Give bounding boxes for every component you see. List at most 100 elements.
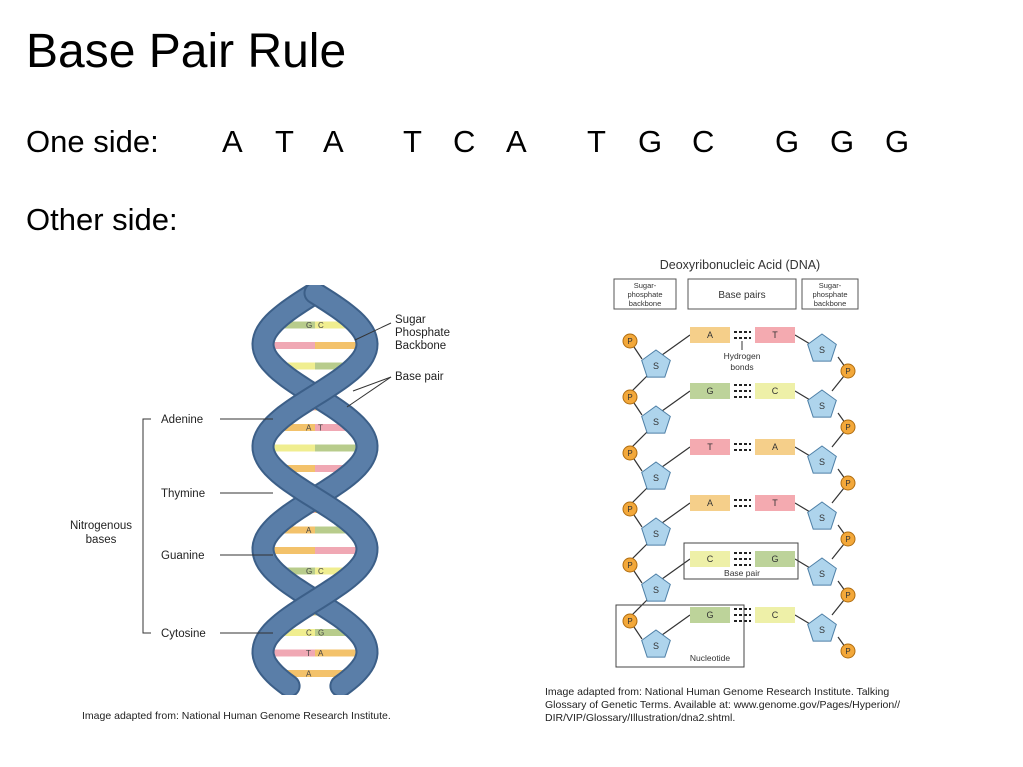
sugar-left: [641, 461, 671, 490]
sugar-phosphate-label: Sugar: [395, 314, 426, 326]
sequence-letter: G: [830, 124, 855, 159]
base-right: [755, 607, 795, 623]
sugar-left: [641, 405, 671, 434]
phosphate-letter: P: [845, 535, 850, 544]
phosphate-letter: P: [627, 393, 632, 402]
backbone-link: [631, 430, 649, 448]
base-pair-label: Base pair: [395, 371, 444, 383]
nucleotide-label: Nucleotide: [690, 653, 730, 663]
base-pair-rung-left: [271, 321, 315, 329]
sequence-letter: G: [775, 124, 800, 159]
base-pair-rung-left: [263, 649, 315, 657]
phosphate-circle: [622, 389, 638, 405]
sequence-letter: G: [638, 124, 663, 159]
sequence-letter: C: [453, 124, 476, 159]
base-pair-rung-right: [315, 629, 359, 636]
legend-sugar-text: backbone: [629, 299, 662, 308]
sugar-letter: S: [819, 457, 825, 467]
base-left-letter: C: [707, 554, 714, 564]
base-pair-rung-left: [271, 424, 315, 431]
backbone-link: [631, 486, 649, 504]
rung-letter: A: [318, 649, 324, 658]
base-pair-rung-right: [315, 567, 356, 575]
sequence-letter: A: [323, 124, 344, 159]
sugar-phosphate-label: Phosphate: [395, 327, 450, 339]
phosphate-circle: [622, 445, 638, 461]
hydrogen-bonds-label: bonds: [730, 362, 753, 372]
base-pair-rung-left: [274, 362, 315, 370]
base-label: Thymine: [161, 488, 205, 500]
phosphate-letter: P: [845, 367, 850, 376]
sugar-letter: S: [653, 473, 659, 483]
backbone-link: [661, 334, 691, 356]
backbone-link: [661, 502, 691, 524]
sugar-right: [807, 557, 837, 586]
base-left: [690, 607, 730, 623]
base-left: [690, 495, 730, 511]
sugar-right: [807, 501, 837, 530]
base-right: [755, 495, 795, 511]
base-right-letter: C: [772, 610, 779, 620]
phosphate-letter: P: [627, 617, 632, 626]
phosphate-letter: P: [845, 591, 850, 600]
sugar-letter: S: [819, 625, 825, 635]
sequence-letter: A: [222, 124, 243, 159]
backbone-link: [661, 558, 691, 580]
sugar-left: [641, 629, 671, 658]
dna-credit-line: Image adapted from: National Human Genom…: [545, 686, 890, 698]
sequence-letter: A: [506, 124, 527, 159]
base-right-letter: T: [772, 330, 778, 340]
base-pair-rung-right: [315, 424, 359, 431]
base-pair-leader: [352, 376, 392, 392]
base-pair-rung-left: [274, 465, 315, 472]
legend-sugar-text: phosphate: [627, 290, 662, 299]
rung-letter: A: [306, 670, 312, 679]
sugar-letter: S: [653, 417, 659, 427]
base-right-letter: G: [771, 554, 778, 564]
phosphate-circle: [840, 531, 856, 547]
base-label: Guanine: [161, 550, 204, 562]
base-left: [690, 383, 730, 399]
sugar-letter: S: [819, 513, 825, 523]
rung-letter: C: [318, 321, 324, 330]
base-pair-rung-left: [271, 629, 315, 636]
base-right: [755, 439, 795, 455]
rung-letter: G: [306, 321, 312, 330]
base-left-letter: T: [707, 442, 713, 452]
sugar-phosphate-label: Backbone: [395, 340, 446, 352]
sequence-letter: T: [587, 124, 606, 159]
legend-backbone-left: [613, 278, 677, 310]
base-pair-rung-right: [315, 362, 356, 370]
sugar-label-leader: [354, 322, 392, 341]
nitrogenous-bracket: [142, 418, 151, 634]
slide-title: Base Pair Rule: [26, 25, 347, 78]
legend-sugar-text: phosphate: [812, 290, 847, 299]
sugar-left: [641, 573, 671, 602]
backbone-link: [631, 598, 649, 616]
phosphate-letter: P: [627, 337, 632, 346]
sugar-letter: S: [653, 585, 659, 595]
base-right-letter: A: [772, 442, 778, 452]
base-left-letter: G: [706, 610, 713, 620]
backbone-strand-front: [253, 285, 377, 695]
sugar-letter: S: [653, 361, 659, 371]
one-side-label: One side:: [26, 124, 159, 159]
sequence-letter: T: [275, 124, 294, 159]
base-pair-rung-right: [315, 526, 359, 534]
legend-sugar-text: Sugar-: [819, 281, 842, 290]
base-right-letter: C: [772, 386, 779, 396]
dna-credit-line: DIR/VIP/Glossary/Illustration/dna2.shtml…: [545, 712, 736, 724]
nitrogenous-bases-label: Nitrogenous: [70, 520, 132, 532]
base-label: Adenine: [161, 414, 203, 426]
base-pair-leader: [346, 376, 392, 408]
phosphate-letter: P: [845, 423, 850, 432]
dna-title: Deoxyribonucleic Acid (DNA): [660, 258, 820, 272]
base-left-letter: A: [707, 498, 713, 508]
backbone-strand-back: [253, 285, 377, 695]
rung-letter: C: [306, 629, 312, 638]
legend-sugar-text: Sugar-: [634, 281, 657, 290]
backbone-link: [661, 614, 691, 636]
legend-base-pairs-text: Base pairs: [718, 290, 765, 301]
base-right-letter: T: [772, 498, 778, 508]
